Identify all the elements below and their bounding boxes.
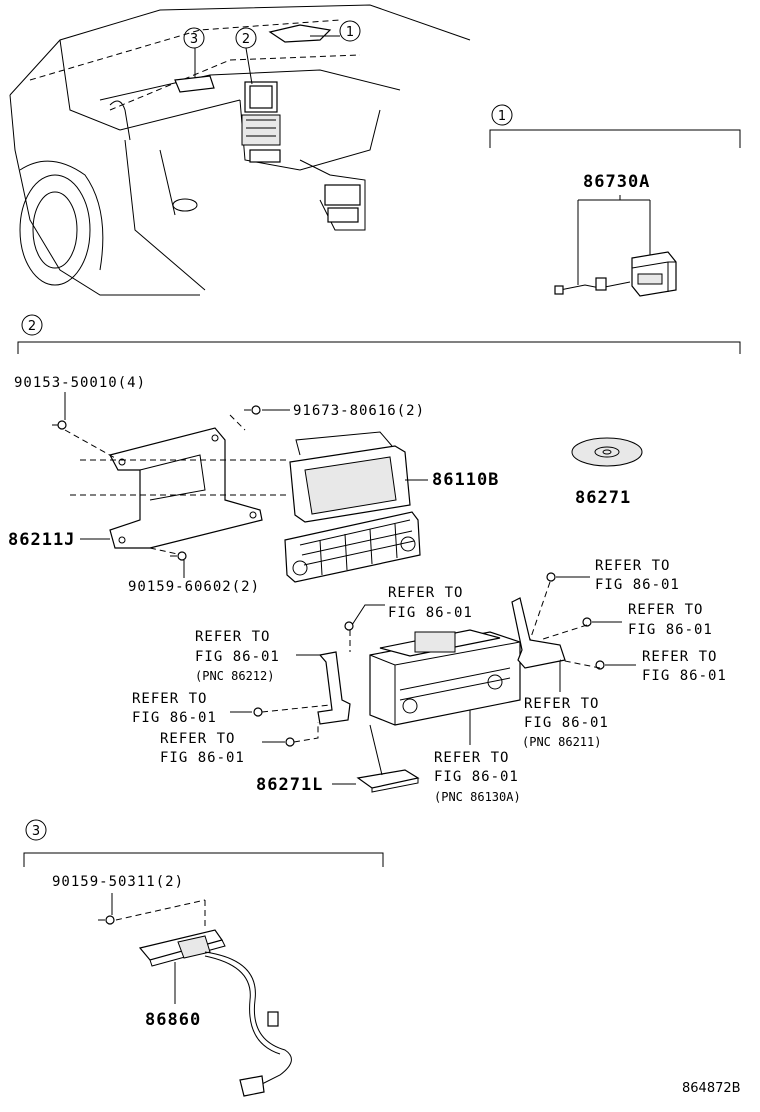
- refer-b-line1: REFER TO: [195, 629, 270, 645]
- section-1: 1 86730A: [489, 104, 741, 297]
- section-3-marker: 3: [32, 824, 40, 839]
- callout-2: 2: [242, 32, 250, 47]
- refer-h-line2: FIG 86-01: [524, 715, 609, 731]
- refer-f-line2: FIG 86-01: [628, 622, 713, 638]
- disc-86271-label: 86271: [575, 488, 631, 508]
- refer-a-line1: REFER TO: [388, 585, 463, 601]
- refer-g-line2: FIG 86-01: [642, 668, 727, 684]
- section-2: 2 90153-50010(4) 91673-80616(2) 86211J 9…: [8, 314, 741, 804]
- callout-3: 3: [190, 32, 198, 47]
- refer-c-line1: REFER TO: [132, 691, 207, 707]
- refer-e-line2: FIG 86-01: [595, 577, 680, 593]
- bolt-90153-label: 90153-50010(4): [14, 375, 146, 391]
- refer-h-line3: (PNC 86211): [522, 735, 601, 749]
- section-2-marker: 2: [28, 319, 36, 334]
- refer-h-line1: REFER TO: [524, 696, 599, 712]
- callout-1: 1: [346, 25, 354, 40]
- dashboard-overview: 3 2 1: [9, 4, 471, 296]
- camera-86860-label: 86860: [145, 1010, 201, 1030]
- bolt-91673-label: 91673-80616(2): [293, 403, 425, 419]
- refer-e-line1: REFER TO: [595, 558, 670, 574]
- refer-d-line2: FIG 86-01: [160, 750, 245, 766]
- refer-i-line3: (PNC 86130A): [434, 790, 521, 804]
- refer-a-line2: FIG 86-01: [388, 605, 473, 621]
- refer-c-line2: FIG 86-01: [132, 710, 217, 726]
- part-86730A-label: 86730A: [583, 172, 650, 192]
- display-86110B-label: 86110B: [432, 470, 499, 490]
- refer-b-line3: (PNC 86212): [195, 669, 274, 683]
- refer-i-line2: FIG 86-01: [434, 769, 519, 785]
- figure-id: 864872B: [682, 1081, 741, 1096]
- refer-f-line1: REFER TO: [628, 602, 703, 618]
- module-86271L-label: 86271L: [256, 775, 323, 795]
- refer-i-line1: REFER TO: [434, 750, 509, 766]
- section-1-marker: 1: [498, 109, 506, 124]
- bolt-90159-60602-label: 90159-60602(2): [128, 579, 260, 595]
- refer-g-line1: REFER TO: [642, 649, 717, 665]
- section-3: 3 90159-50311(2) 86860: [23, 819, 384, 1097]
- refer-d-line1: REFER TO: [160, 731, 235, 747]
- bracket-86211J-label: 86211J: [8, 530, 75, 550]
- bolt-90159-50311-label: 90159-50311(2): [52, 874, 184, 890]
- refer-b-line2: FIG 86-01: [195, 649, 280, 665]
